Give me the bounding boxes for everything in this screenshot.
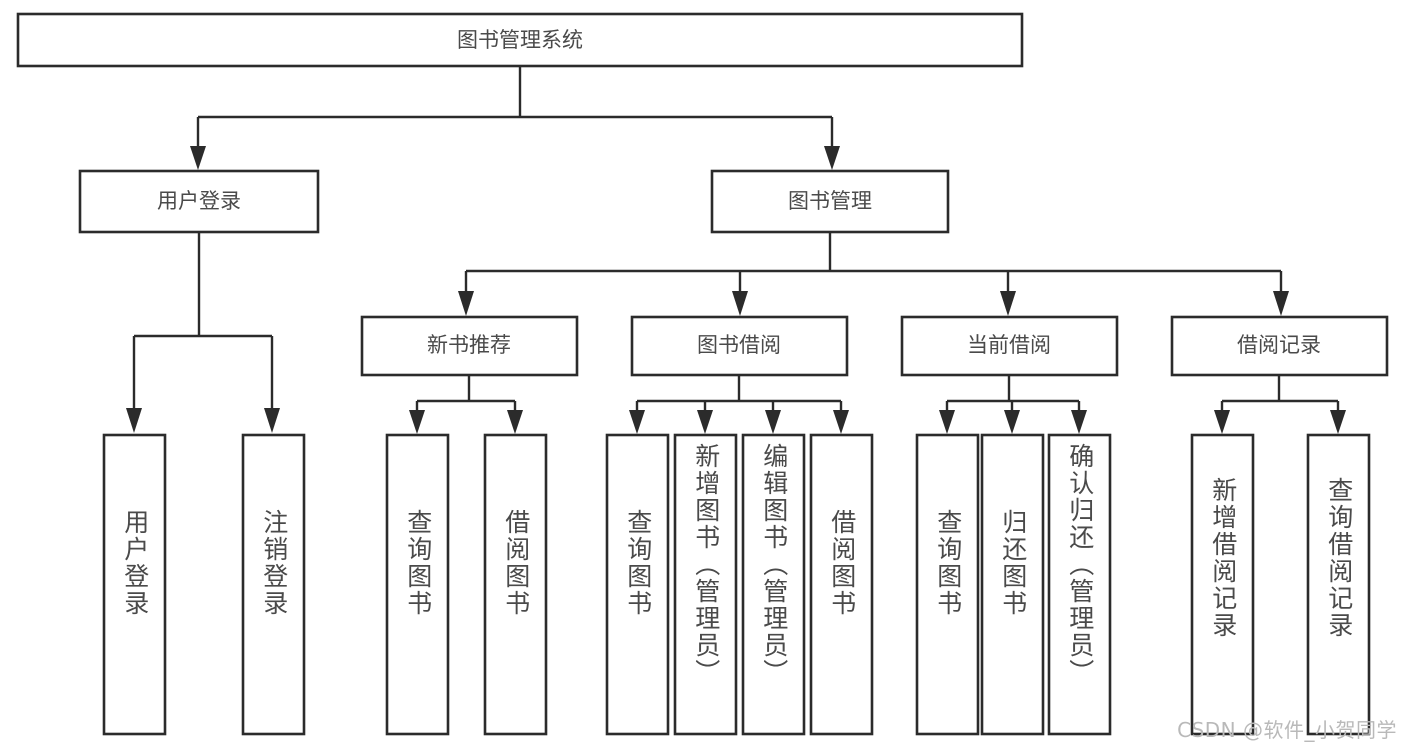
- arrow-head-icon: [1273, 291, 1289, 316]
- node-user-login-box: [78, 169, 320, 234]
- node-book-management[interactable]: 图书管理: [710, 169, 950, 234]
- connector-book-borrow-to-leaves: [629, 375, 849, 434]
- node-current-borrow-box: [900, 315, 1119, 377]
- connector-root-to-level2: [190, 66, 840, 170]
- leaf-box-user-login[interactable]: [102, 433, 167, 736]
- node-book-borrow[interactable]: 图书借阅: [630, 315, 849, 377]
- arrow-head-icon: [765, 410, 781, 434]
- connector-user-login-to-leaves: [126, 232, 280, 433]
- arrow-head-icon: [629, 410, 645, 434]
- arrow-head-icon: [697, 410, 713, 434]
- node-root-label: 图书管理系统: [457, 28, 583, 52]
- node-book-management-label: 图书管理: [788, 189, 872, 213]
- arrow-head-icon: [1330, 410, 1346, 434]
- arrow-head-icon: [190, 146, 206, 170]
- arrow-head-icon: [264, 408, 280, 433]
- leaf-box-add-book[interactable]: [673, 433, 738, 736]
- leaf-box-query-book-3[interactable]: [915, 433, 980, 736]
- leaf-box-logout[interactable]: [241, 433, 306, 736]
- node-root-box: [16, 12, 1024, 68]
- node-root[interactable]: 图书管理系统: [16, 12, 1024, 68]
- node-new-book-recommend-label: 新书推荐: [427, 333, 511, 357]
- node-new-book-recommend-box: [360, 315, 579, 377]
- arrow-head-icon: [126, 408, 142, 433]
- arrow-head-icon: [732, 291, 748, 316]
- leaf-box-add-record[interactable]: [1190, 433, 1255, 736]
- leaf-box-borrow-book-2[interactable]: [809, 433, 874, 736]
- leaf-box-query-book-2[interactable]: [605, 433, 670, 736]
- arrow-head-icon: [833, 410, 849, 434]
- arrow-head-icon: [824, 146, 840, 170]
- leaf-box-query-book-1[interactable]: [385, 433, 450, 736]
- connector-current-borrow-to-leaves: [939, 375, 1087, 434]
- arrow-head-icon: [1004, 410, 1020, 434]
- node-user-login-label: 用户登录: [157, 189, 241, 213]
- node-user-login[interactable]: 用户登录: [78, 169, 320, 234]
- connector-borrow-record-to-leaves: [1214, 375, 1346, 434]
- node-borrow-record-label: 借阅记录: [1237, 333, 1321, 357]
- arrow-head-icon: [1000, 291, 1016, 316]
- arrow-head-icon: [458, 291, 474, 316]
- leaf-box-query-record[interactable]: [1306, 433, 1371, 736]
- leaf-box-return-book[interactable]: [980, 433, 1045, 736]
- leaf-box-edit-book[interactable]: [741, 433, 806, 736]
- arrow-head-icon: [409, 410, 425, 434]
- node-current-borrow-label: 当前借阅: [967, 333, 1051, 357]
- arrow-head-icon: [1214, 410, 1230, 434]
- arrow-head-icon: [1071, 410, 1087, 434]
- arrow-head-icon: [939, 410, 955, 434]
- node-current-borrow[interactable]: 当前借阅: [900, 315, 1119, 377]
- node-borrow-record[interactable]: 借阅记录: [1170, 315, 1389, 377]
- leaf-box-confirm-return[interactable]: [1047, 433, 1112, 736]
- connector-new-book-recommend-to-leaves: [409, 375, 523, 434]
- arrow-head-icon: [507, 410, 523, 434]
- csdn-watermark: CSDN @软件_小贺同学: [1177, 718, 1397, 742]
- node-book-borrow-label: 图书借阅: [697, 333, 781, 357]
- leaf-box-borrow-book-1[interactable]: [483, 433, 548, 736]
- node-new-book-recommend[interactable]: 新书推荐: [360, 315, 579, 377]
- connector-book-management-to-level3: [458, 232, 1289, 316]
